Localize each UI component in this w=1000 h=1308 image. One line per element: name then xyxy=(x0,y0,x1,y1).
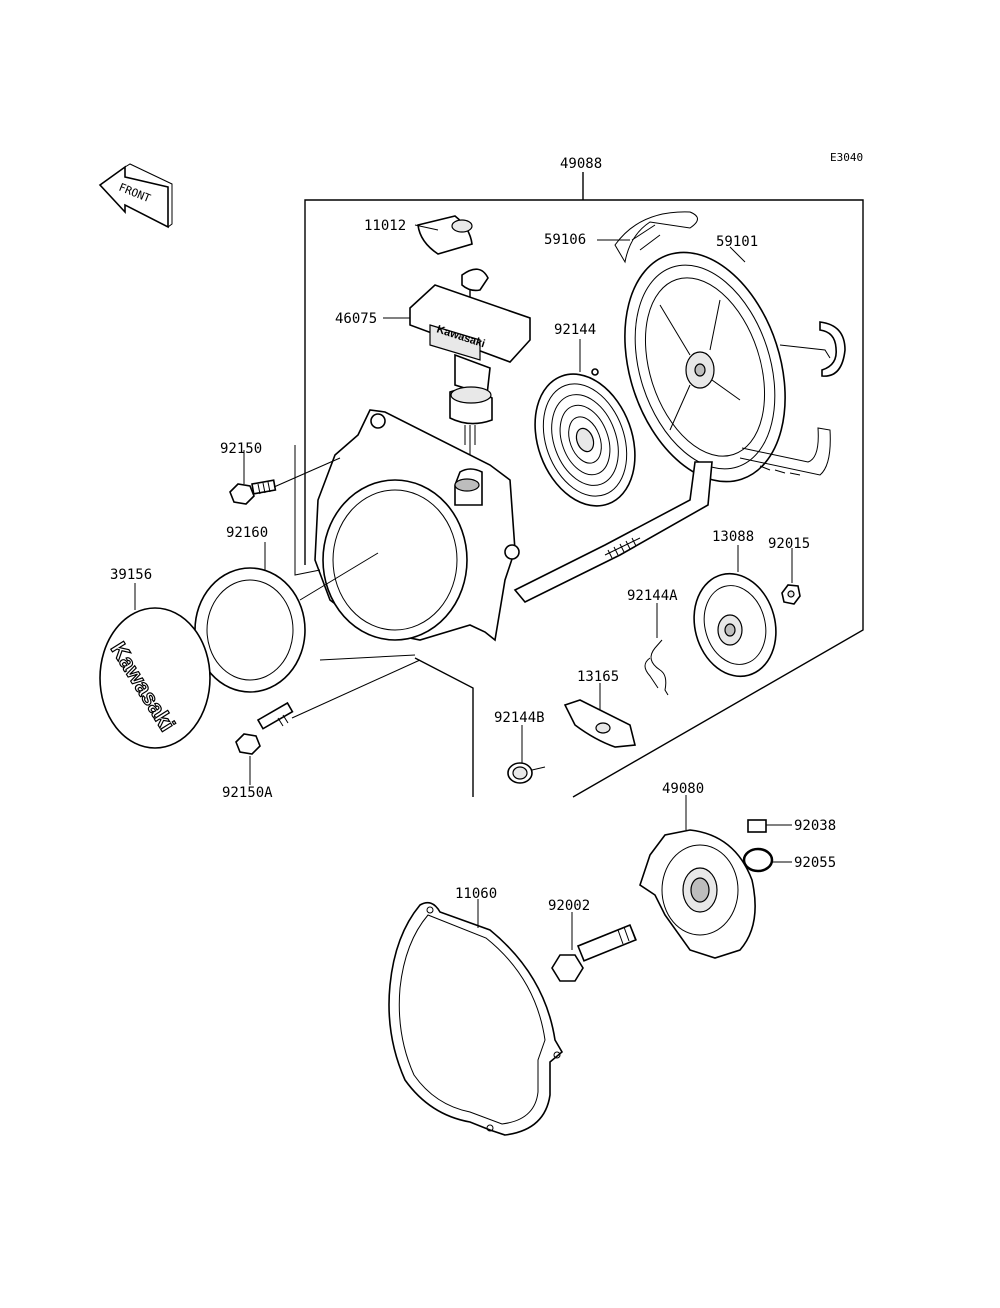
nut-92015 xyxy=(781,584,801,605)
spring-clip-92144a xyxy=(644,639,669,696)
o-ring-92055 xyxy=(742,847,774,873)
part-label-11012: 11012 xyxy=(364,218,406,234)
part-label-92160: 92160 xyxy=(226,525,268,541)
part-label-92002: 92002 xyxy=(548,898,590,914)
gasket-11060 xyxy=(388,901,564,1136)
ratchet-plate-13088 xyxy=(693,572,777,678)
part-label-92015: 92015 xyxy=(768,536,810,552)
part-label-46075: 46075 xyxy=(335,311,377,327)
front-arrow-icon: FRONT xyxy=(98,163,173,229)
bolt-92150a xyxy=(235,701,294,755)
starter-housing xyxy=(294,409,520,642)
part-label-39156: 39156 xyxy=(110,567,152,583)
part-label-13165: 13165 xyxy=(577,669,619,685)
spring-92144b xyxy=(507,762,546,784)
cover-39156: Kawasaki xyxy=(99,607,211,749)
reel-59101 xyxy=(614,211,846,483)
part-label-11060: 11060 xyxy=(455,886,497,902)
part-label-49088: 49088 xyxy=(560,156,602,172)
part-label-59106: 59106 xyxy=(544,232,586,248)
part-label-92144B: 92144B xyxy=(494,710,545,726)
pawl-13165 xyxy=(563,699,637,748)
key-92038 xyxy=(747,819,767,833)
bolt-92002 xyxy=(551,923,637,982)
assembly-bracket-49088 xyxy=(304,172,864,798)
starter-handle-46075: Kawasaki xyxy=(409,268,531,482)
part-label-92144: 92144 xyxy=(554,322,596,338)
rope-cap-11012 xyxy=(417,215,473,255)
spiral-spring-92144 xyxy=(534,368,636,507)
part-label-92150: 92150 xyxy=(220,441,262,457)
part-label-49080: 49080 xyxy=(662,781,704,797)
reference-code: E3040 xyxy=(830,151,863,164)
part-label-92144A: 92144A xyxy=(627,588,678,604)
bolt-92150 xyxy=(229,479,277,505)
pulley-49080 xyxy=(639,829,756,959)
part-label-92150A: 92150A xyxy=(222,785,273,801)
part-label-92038: 92038 xyxy=(794,818,836,834)
part-label-59101: 59101 xyxy=(716,234,758,250)
starter-rope xyxy=(513,461,713,603)
part-label-92055: 92055 xyxy=(794,855,836,871)
part-label-13088: 13088 xyxy=(712,529,754,545)
gasket-ring-92160 xyxy=(194,567,306,693)
